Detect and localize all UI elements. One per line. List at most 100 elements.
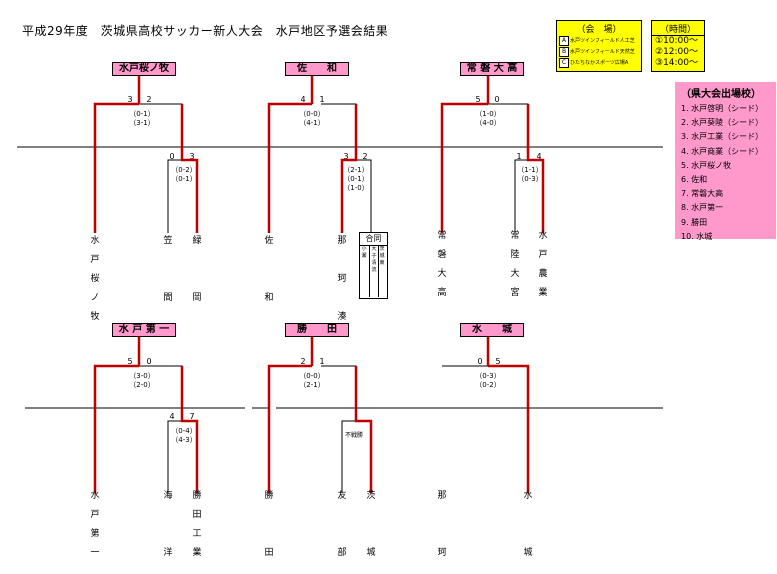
venue-name: ひたちなかスポーツ広場A — [570, 60, 629, 66]
team-name: 勝 田 — [264, 491, 274, 558]
team-name: 海 洋 — [163, 491, 173, 558]
match-score: 2 — [146, 95, 152, 104]
bracket-win — [93, 364, 139, 493]
block-winner: 佐 和 — [285, 62, 349, 76]
block-winner: 常 磐 大 高 — [460, 62, 524, 76]
joint-team-box: 合同 小 瀬 大 子 清 流 茨 城 東 — [359, 232, 388, 299]
block-winner: 水 城 — [460, 323, 524, 337]
match-detail: （0-3） （0-2） — [475, 372, 501, 389]
match-score: 3 — [189, 152, 195, 161]
venue-key: A — [559, 35, 569, 46]
block-winner: 水 戸 第 一 — [112, 323, 176, 337]
team-name: 水 戸 農 業 — [538, 231, 548, 298]
match-score: 5 — [127, 357, 133, 366]
match-score: 5 — [495, 357, 501, 366]
venue-header: （会 場） — [576, 25, 622, 35]
match-score: 4 — [169, 412, 175, 421]
bracket-win — [340, 104, 358, 233]
time-header: （時間） — [652, 21, 704, 36]
qualifier-item: 6. 佐和 — [681, 174, 708, 184]
team-name: 緑 岡 — [192, 236, 202, 303]
team-name: 常 陸 大 宮 — [510, 231, 520, 298]
team-name: 佐 和 — [264, 236, 274, 303]
block-winner: 水戸桜ノ牧 — [112, 62, 176, 76]
match-score: 0 — [494, 95, 500, 104]
time-row: ①10:00～ — [655, 36, 699, 46]
qualifier-item: 9. 勝田 — [681, 217, 708, 227]
match-detail: （0-2） （0-1） — [171, 166, 197, 183]
match-score: 2 — [362, 152, 368, 161]
qualifier-item: 8. 水戸第一 — [681, 203, 724, 213]
bracket-win — [488, 364, 530, 493]
time-row: ②12:00～ — [655, 47, 699, 57]
bracket-win — [354, 366, 373, 493]
match-detail: （3-0） （2-0） — [129, 372, 155, 389]
page-title: 平成29年度 茨城県高校サッカー新人大会 水戸地区予選会結果 — [22, 24, 389, 38]
qualifier-item: 1. 水戸啓明（シード） — [681, 104, 764, 113]
match-score: 3 — [127, 95, 133, 104]
bracket-win — [180, 366, 199, 493]
venue-name: 水戸ツインフィールド人工芝 — [570, 38, 635, 44]
joint-team-label: 合同 — [360, 233, 387, 246]
match-score: 2 — [300, 357, 306, 366]
bracket-win — [267, 102, 312, 233]
match-detail: （0-1） （3-1） — [129, 110, 155, 127]
match-score: 4 — [536, 152, 542, 161]
team-name: 友 部 — [337, 491, 347, 558]
team-name: 水 戸 桜 ノ 牧 — [90, 236, 100, 322]
venue-key: C — [559, 57, 569, 68]
bracket-win — [267, 364, 312, 493]
match-detail: （2-1） （0-1） （1-0） — [343, 166, 369, 192]
time-legend: （時間） ①10:00～ ②12:00～ ③14:00～ — [651, 20, 705, 72]
match-detail: （1-0） （4-0） — [475, 110, 501, 127]
match-detail: （0-0） （2-1） — [299, 372, 325, 389]
time-row: ③14:00～ — [655, 58, 699, 68]
team-name: 勝 田 工 業 — [192, 491, 202, 558]
qualifier-item: 5. 水戸桜ノ牧 — [681, 160, 732, 170]
bracket-win — [526, 104, 545, 233]
team-name: 水 戸 第 一 — [90, 491, 100, 558]
bracket-loss — [341, 420, 356, 493]
joint-team-member: 大 子 清 流 — [369, 246, 379, 297]
qualifier-item: 7. 常磐大高 — [681, 189, 724, 199]
qualifier-item: 2. 水戸葵陵（シード） — [681, 118, 764, 128]
qualifier-header: （県大会出場校） — [681, 89, 761, 100]
bracket-loss — [356, 159, 372, 233]
team-name: 笠 間 — [163, 236, 173, 303]
joint-team-member: 茨 城 東 — [379, 246, 385, 266]
bracket-win — [440, 102, 488, 233]
bracket-win — [93, 102, 139, 233]
qualifier-item: 3. 水戸工業（シード） — [681, 132, 764, 142]
team-name: 水 城 — [523, 491, 533, 558]
match-score: 7 — [189, 412, 195, 421]
walkover-note: 不戦勝 — [345, 432, 364, 439]
match-detail: （0-4） （4-3） — [171, 427, 197, 444]
match-score: 0 — [477, 357, 483, 366]
venue-key: B — [559, 46, 569, 57]
joint-team-member: 小 瀬 — [361, 246, 367, 259]
match-score: 1 — [319, 95, 325, 104]
team-name: 茨 城 — [366, 491, 376, 558]
team-name: 那 珂 — [437, 491, 447, 558]
match-score: 4 — [300, 95, 306, 104]
match-score: 1 — [516, 152, 522, 161]
qualifier-item: 4. 水戸商業（シード） — [681, 146, 764, 156]
match-score: 1 — [319, 357, 325, 366]
team-name: 那 珂 湊 — [337, 236, 347, 322]
match-score: 0 — [169, 152, 175, 161]
bracket-loss — [167, 420, 182, 493]
bracket-loss — [167, 159, 182, 233]
match-detail: （0-0） （4-1） — [299, 110, 325, 127]
bracket-win — [180, 104, 199, 233]
match-score: 0 — [146, 357, 152, 366]
qualifier-item: 10. 水城 — [681, 231, 713, 241]
qualifier-list: （県大会出場校） 1. 水戸啓明（シード） 2. 水戸葵陵（シード） 3. 水戸… — [675, 82, 776, 241]
match-detail: （1-1） （0-3） — [517, 166, 543, 183]
match-score: 3 — [343, 152, 349, 161]
team-name: 常 磐 大 高 — [437, 231, 447, 298]
